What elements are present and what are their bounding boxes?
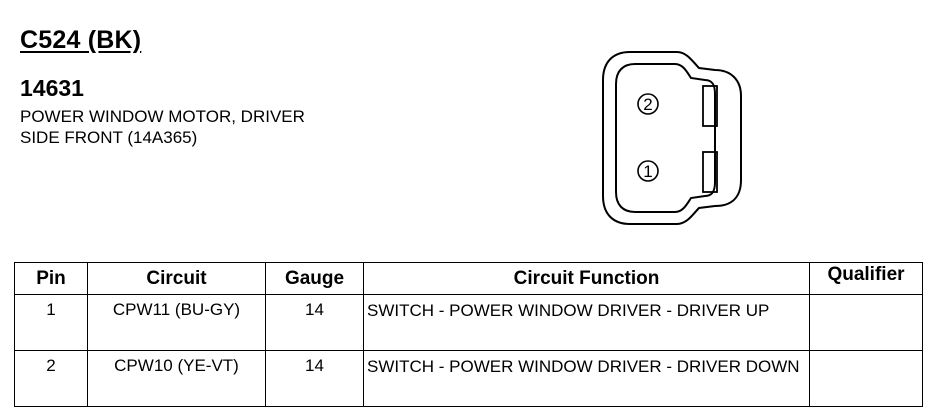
pin-cavity-2: 2	[637, 93, 659, 115]
cell-circuit: CPW10 (YE-VT)	[87, 350, 266, 407]
cell-gauge: 14	[265, 294, 364, 351]
latch-slot-upper	[702, 85, 718, 127]
description-line-2: SIDE FRONT (14A365)	[20, 128, 198, 147]
description-line-1: POWER WINDOW MOTOR, DRIVER	[20, 107, 305, 126]
header-circuit-function: Circuit Function	[363, 262, 810, 295]
header-gauge: Gauge	[265, 262, 364, 295]
table-header-row: Pin Circuit Gauge Circuit Function Quali…	[14, 262, 923, 295]
cell-circuit: CPW11 (BU-GY)	[87, 294, 266, 351]
connector-description: POWER WINDOW MOTOR, DRIVER SIDE FRONT (1…	[20, 106, 380, 148]
cell-qualifier	[809, 294, 923, 351]
connector-face-diagram: 2 1	[602, 51, 742, 225]
part-number: 14631	[20, 75, 84, 101]
cell-pin: 1	[14, 294, 88, 351]
connector-id: C524 (BK)	[20, 26, 142, 54]
cell-pin: 2	[14, 350, 88, 407]
table-row: 2 CPW10 (YE-VT) 14 SWITCH - POWER WINDOW…	[14, 350, 923, 407]
cell-circuit-function: SWITCH - POWER WINDOW DRIVER - DRIVER UP	[363, 294, 810, 351]
pin-label-2: 2	[643, 95, 652, 114]
connector-housing-inner	[615, 63, 716, 213]
connector-housing-outer	[602, 51, 742, 225]
header-circuit: Circuit	[87, 262, 266, 295]
table-row: 1 CPW11 (BU-GY) 14 SWITCH - POWER WINDOW…	[14, 294, 923, 351]
pin-table: Pin Circuit Gauge Circuit Function Quali…	[14, 262, 923, 407]
pin-label-1: 1	[643, 162, 652, 181]
cell-qualifier	[809, 350, 923, 407]
header-qualifier: Qualifier	[809, 262, 923, 295]
pin-cavity-1: 1	[637, 160, 659, 182]
cell-gauge: 14	[265, 350, 364, 407]
latch-slot-lower	[702, 151, 718, 193]
header-pin: Pin	[14, 262, 88, 295]
cell-circuit-function: SWITCH - POWER WINDOW DRIVER - DRIVER DO…	[363, 350, 810, 407]
